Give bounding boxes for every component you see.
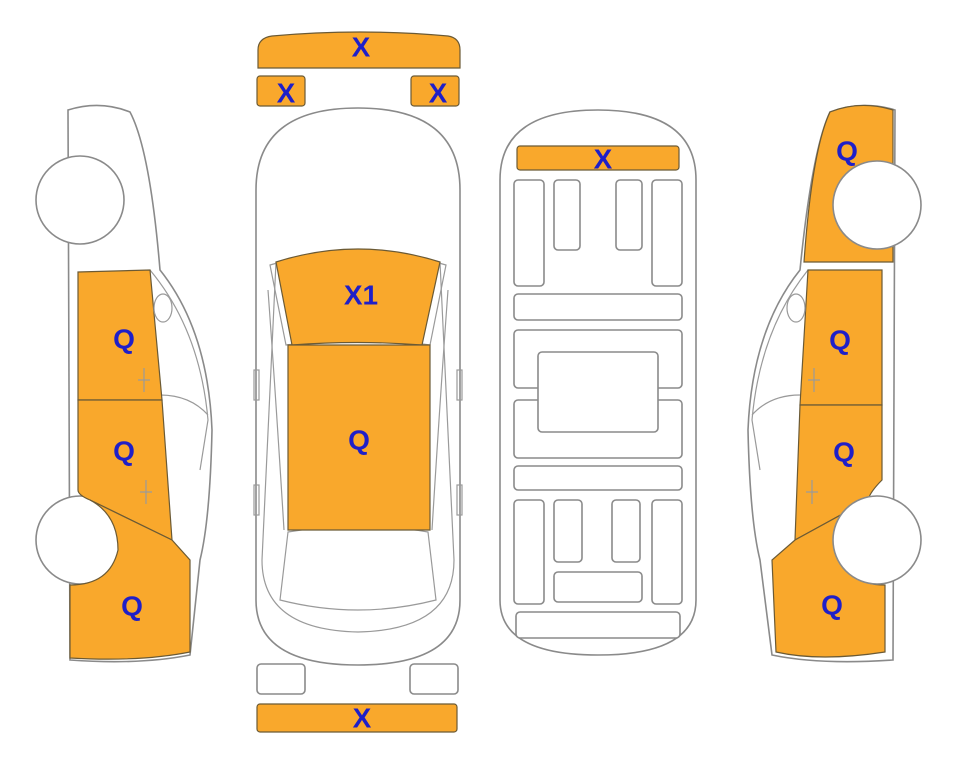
left-rear-quarter-part[interactable] — [69, 499, 191, 660]
underbody-front-label: X — [594, 144, 613, 175]
left-side-view — [35, 104, 213, 663]
left-front-door-label: Q — [113, 324, 135, 355]
left-headlight-label: X — [277, 78, 296, 109]
right-front-fender-label: Q — [836, 136, 858, 167]
roof-label: Q — [348, 425, 370, 456]
right-rear-quarter-label: Q — [821, 590, 843, 621]
front-bumper-part[interactable] — [257, 31, 461, 69]
left-taillight — [256, 663, 306, 695]
left-rear-door-label: Q — [113, 436, 135, 467]
right-taillight — [409, 663, 459, 695]
left-rear-quarter-label: Q — [121, 591, 143, 622]
rear-bumper-part[interactable] — [256, 703, 458, 733]
hood-part[interactable] — [275, 248, 441, 346]
right-front-door-label: Q — [829, 325, 851, 356]
right-side-view — [747, 104, 922, 663]
underbody-view — [499, 109, 697, 656]
front-bumper-label: X — [352, 32, 371, 63]
damage-labels: X X X X1 Q X X Q Q Q Q Q Q Q — [113, 32, 858, 734]
top-view — [253, 31, 463, 733]
right-rear-wheel — [832, 495, 922, 585]
right-headlight-label: X — [429, 78, 448, 109]
rear-bumper-label: X — [353, 703, 372, 734]
right-rear-door-label: Q — [833, 437, 855, 468]
left-front-wheel — [35, 155, 125, 245]
right-front-wheel — [832, 160, 922, 250]
hood-label: X1 — [344, 280, 378, 311]
left-headlight-part[interactable] — [256, 75, 306, 107]
roof-part[interactable] — [287, 344, 431, 531]
right-headlight-part[interactable] — [410, 75, 460, 107]
underbody-front-part[interactable] — [516, 145, 680, 171]
